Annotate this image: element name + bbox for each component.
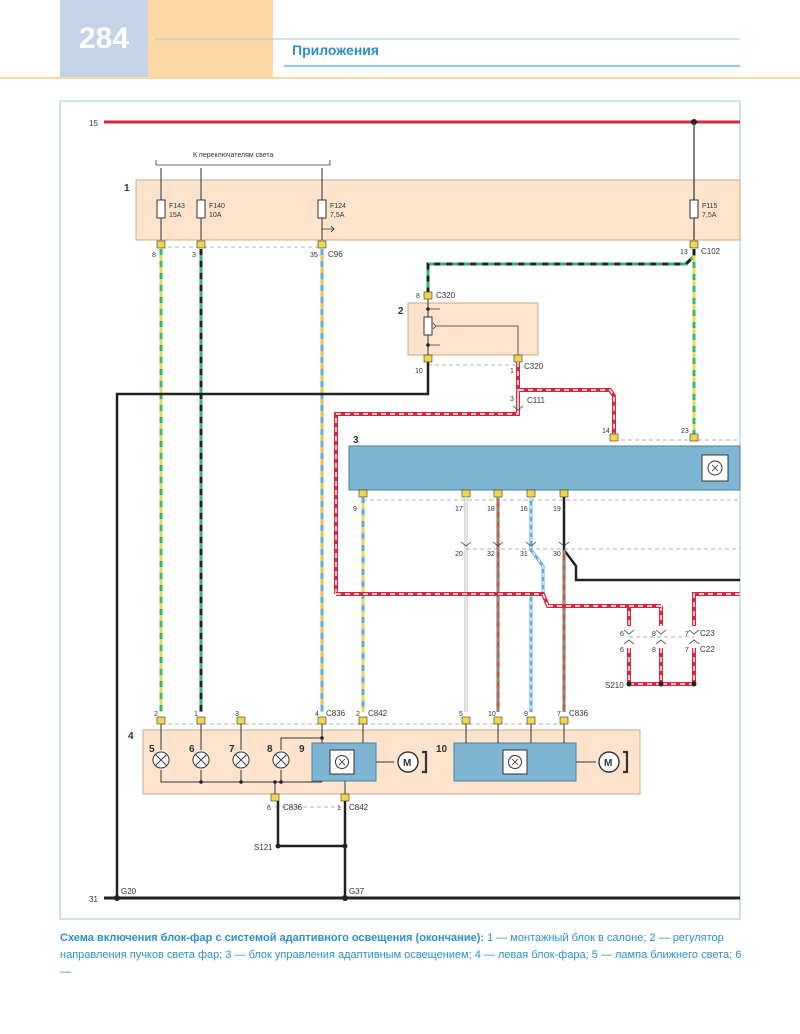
fuse-f115-rating: 7,5A: [702, 212, 717, 219]
module-10-label: 10: [436, 744, 448, 755]
svg-text:2: 2: [356, 711, 360, 718]
connector-c23-label: C23: [700, 629, 715, 638]
connector-c836-right-label: C836: [569, 709, 589, 718]
connector-c102-label: C102: [701, 247, 721, 256]
motor-icon: [598, 751, 620, 773]
ground-g20-label: G20: [121, 887, 137, 896]
lamp-7-label: 7: [229, 744, 235, 755]
switches-label: К переключателям света: [193, 152, 274, 159]
svg-text:18: 18: [487, 506, 495, 513]
svg-text:6: 6: [267, 805, 271, 812]
svg-text:35: 35: [310, 252, 318, 259]
lamp-5-label: 5: [149, 744, 155, 755]
fuse-f124-icon: [317, 199, 327, 219]
connector-c842-top-label: C842: [368, 709, 388, 718]
svg-text:8: 8: [416, 293, 420, 300]
block-2-number: 2: [398, 306, 404, 317]
block-1-number: 1: [124, 183, 130, 194]
svg-text:5: 5: [459, 711, 463, 718]
wire-15-label: 15: [89, 119, 98, 128]
ground-g37-label: G37: [349, 887, 365, 896]
fuse-f124-rating: 7,5A: [330, 212, 345, 219]
svg-text:20: 20: [455, 551, 463, 558]
svg-text:17: 17: [455, 506, 463, 513]
lamps: [152, 751, 290, 769]
figure-caption: Схема включения блок-фар с системой адап…: [60, 930, 742, 981]
svg-text:16: 16: [520, 506, 528, 513]
page-header: 284 Приложения: [0, 0, 800, 80]
connector-pins: [156, 240, 699, 249]
potentiometer-icon: [423, 316, 433, 336]
connector-c111-label: C111: [527, 396, 545, 405]
svg-text:1: 1: [337, 805, 341, 812]
switches-bracket: [155, 160, 331, 166]
svg-text:9: 9: [524, 711, 528, 718]
header-rules: [0, 38, 800, 79]
lamp-6-label: 6: [189, 744, 195, 755]
connector-c836-bottom-label: C836: [283, 803, 303, 812]
svg-text:7: 7: [685, 631, 689, 638]
fuse-f115-name: F115: [702, 203, 718, 210]
svg-text:1: 1: [510, 368, 514, 375]
block-3-adaptive-light-control: [348, 445, 741, 491]
svg-text:10: 10: [488, 711, 496, 718]
motor-icon: [397, 751, 419, 773]
module-9-label: 9: [299, 744, 305, 755]
splice-s121-label: S121: [254, 843, 273, 852]
svg-text:19: 19: [553, 506, 561, 513]
svg-text:6: 6: [620, 631, 624, 638]
fuse-f115-icon: [689, 199, 699, 219]
arrow-right-icon: [322, 225, 335, 233]
block-1-mounting-block: [135, 179, 741, 241]
fuse-f143-icon: [156, 199, 166, 219]
svg-text:13: 13: [680, 249, 688, 256]
svg-text:10: 10: [415, 368, 423, 375]
svg-text:8: 8: [652, 631, 656, 638]
connector-c320-top-label: C320: [436, 291, 456, 300]
lamp-8-label: 8: [267, 744, 273, 755]
svg-text:14: 14: [602, 428, 610, 435]
fuse-f143-rating: 15A: [169, 212, 182, 219]
connector-c320-bottom-label: C320: [524, 362, 544, 371]
ground-wire-g20: [115, 362, 430, 898]
fuse-f124-name: F124: [330, 203, 346, 210]
svg-text:6: 6: [620, 647, 624, 654]
caption-title: Схема включения блок-фар с системой адап…: [60, 932, 485, 944]
page-number: 284: [60, 0, 148, 78]
svg-text:3: 3: [192, 252, 196, 259]
connector-c842-bottom-label: C842: [349, 803, 369, 812]
section-title: Приложения: [292, 42, 380, 58]
svg-text:30: 30: [553, 551, 561, 558]
block-4-number: 4: [128, 731, 134, 742]
fuse-f140-icon: [196, 199, 206, 219]
motor-letter: M: [403, 758, 411, 769]
svg-text:8: 8: [652, 647, 656, 654]
svg-text:7: 7: [685, 647, 689, 654]
svg-text:4: 4: [315, 711, 319, 718]
svg-text:23: 23: [681, 428, 689, 435]
motor-letter: M: [604, 758, 612, 769]
wiring-diagram: 15 К переключателям света 1 F143 15A F14…: [59, 100, 741, 920]
svg-text:2: 2: [154, 711, 158, 718]
svg-text:3: 3: [510, 396, 514, 403]
svg-text:8: 8: [152, 252, 156, 259]
splice-s210-label: S210: [605, 681, 624, 690]
svg-text:3: 3: [235, 711, 239, 718]
svg-text:9: 9: [353, 506, 357, 513]
connector-c22-label: C22: [700, 645, 715, 654]
fuse-f140-name: F140: [209, 203, 225, 210]
fuse-f143-name: F143: [169, 203, 185, 210]
svg-text:7: 7: [557, 711, 561, 718]
wire-31-label: 31: [89, 895, 98, 904]
diagram-frame: [59, 100, 741, 920]
connector-c96-label: C96: [328, 250, 343, 259]
caption-text: 1 — монтажный блок в салоне; 2 — регулят…: [60, 932, 742, 978]
block-3-number: 3: [353, 435, 359, 446]
svg-text:1: 1: [194, 711, 198, 718]
svg-text:31: 31: [520, 551, 528, 558]
fuse-f140-rating: 10A: [209, 212, 222, 219]
connector-c836-top-label: C836: [326, 709, 346, 718]
svg-text:32: 32: [487, 551, 495, 558]
